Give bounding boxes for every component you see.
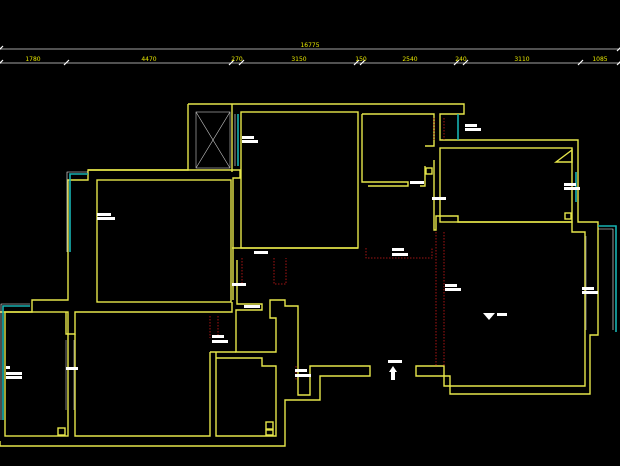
room-upper-right (439, 147, 573, 223)
dimension-segment-9: 1085 (592, 56, 607, 63)
dimension-segment-6: 2540 (402, 56, 417, 63)
dimension-segment-4: 3150 (291, 56, 306, 63)
room-lower-left (4, 311, 69, 437)
dimension-bar: 16775 1780 4470 270 3150 150 2540 240 31… (0, 42, 620, 66)
dimension-segment-3: 270 (231, 56, 243, 63)
north-marker-icon (483, 313, 495, 320)
interior-walls (4, 104, 573, 437)
dimension-segment-1: 1780 (25, 56, 40, 63)
window-right-lower (598, 225, 617, 332)
dimension-ticks (0, 59, 620, 66)
entrance-arrow-icon (389, 366, 397, 380)
room-upper-center (240, 111, 359, 249)
shaft-box (195, 111, 231, 169)
room-upper-left (96, 179, 232, 303)
dimension-segment-5: 150 (355, 56, 367, 63)
beam-lines (209, 118, 445, 380)
room-labels (6, 124, 598, 379)
overall-dimension: 16775 (300, 42, 319, 49)
windows (0, 114, 617, 420)
window-left-upper (69, 173, 88, 252)
outer-walls (0, 103, 599, 447)
dimension-segment-2: 4470 (141, 56, 156, 63)
dimension-segment-8: 3110 (514, 56, 529, 63)
window-left-lower (2, 305, 30, 420)
detail-lines (57, 111, 587, 436)
dimension-segment-7: 240 (455, 56, 467, 63)
